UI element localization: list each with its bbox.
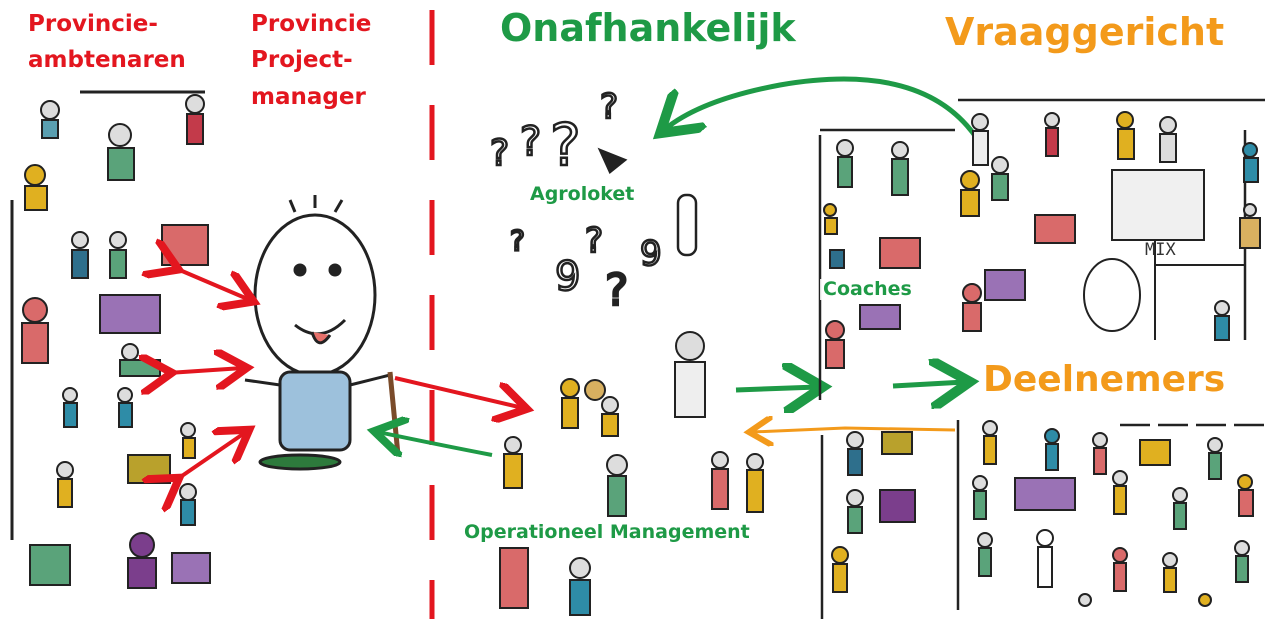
label-provincie-projectmanager: Provincie Project- manager: [251, 11, 372, 110]
green-feedback-arrow: [664, 76, 981, 142]
left-people: [21, 94, 211, 589]
operationeel-people: [499, 331, 764, 616]
agroloket-question-cloud: ? ? ? ? ? 9 ? 9 ?: [489, 86, 698, 317]
label-mix-board: MIX: [1145, 240, 1176, 260]
label-vraaggericht: Vraaggericht: [945, 10, 1225, 54]
svg-text:?: ?: [550, 111, 581, 179]
svg-text:?: ?: [490, 133, 509, 174]
svg-text:?: ?: [585, 221, 603, 261]
deelnemers-crowd-lower: [831, 420, 1254, 607]
svg-text:9: 9: [555, 254, 580, 300]
deelnemers-crowd: [823, 111, 1261, 369]
svg-text:?: ?: [600, 87, 618, 127]
label-projectmanager-line3: manager: [251, 83, 366, 110]
provincie-ambtenaren-crowd: [10, 90, 205, 540]
label-projectmanager-line1: Provincie: [251, 11, 372, 37]
green-arrow-to-deelnemers: [892, 382, 965, 386]
label-agroloket: Agroloket: [527, 184, 638, 205]
svg-text:?: ?: [510, 224, 525, 257]
svg-text:?: ?: [605, 265, 628, 316]
label-provincie-ambtenaren-line2: ambtenaren: [28, 47, 186, 74]
svg-text:9: 9: [640, 234, 662, 274]
svg-text:?: ?: [520, 119, 541, 165]
green-return-arrow: [378, 432, 493, 455]
label-onafhankelijk: Onafhankelijk: [500, 6, 796, 50]
project-manager-figure: [244, 195, 401, 471]
orange-arrow-back: [752, 428, 956, 432]
label-deelnemers: Deelnemers: [983, 359, 1226, 400]
red-arrows: [168, 268, 523, 480]
label-operationeel-management: Operationeel Management: [461, 522, 753, 543]
green-arrow-to-coaches: [735, 387, 818, 390]
label-projectmanager-line2: Project-: [251, 47, 353, 74]
label-provincie-ambtenaren: Provincie- ambtenaren: [28, 11, 186, 74]
label-coaches: Coaches: [820, 279, 915, 300]
label-provincie-ambtenaren-line1: Provincie-: [28, 11, 158, 37]
